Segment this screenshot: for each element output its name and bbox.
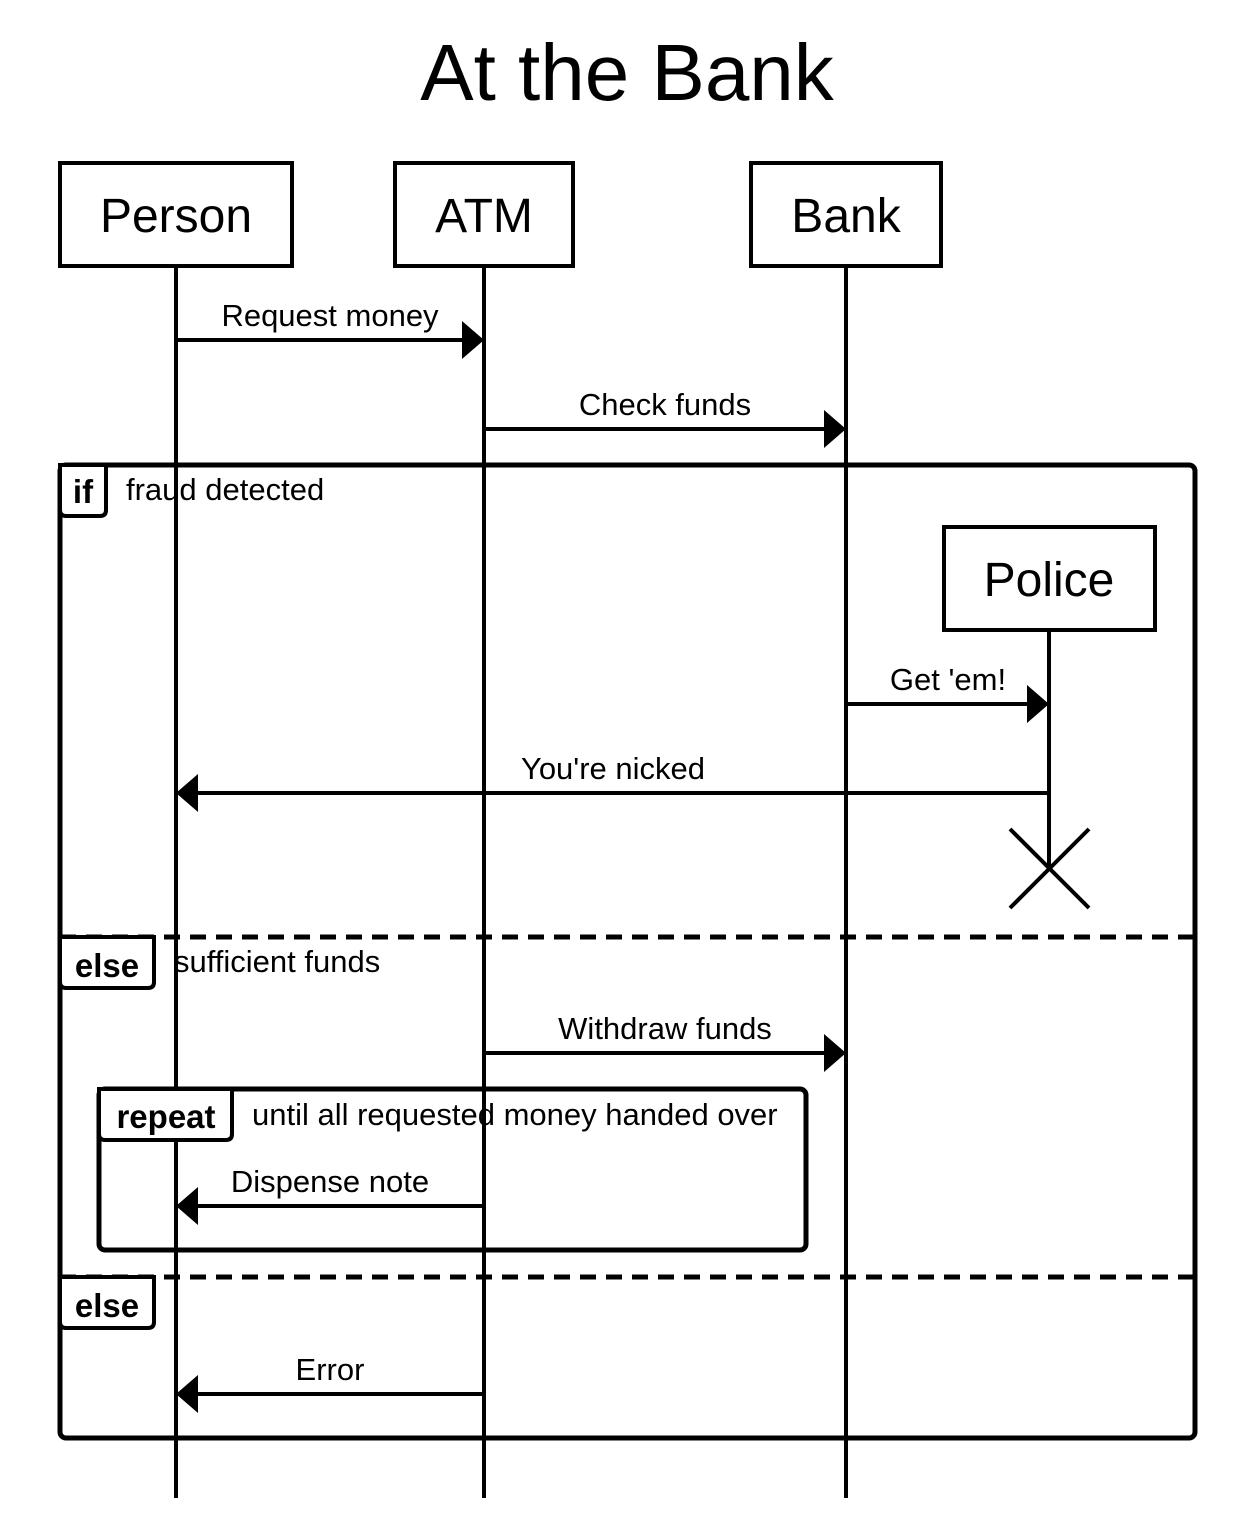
message-request-money-label: Request money xyxy=(221,298,439,333)
if-tag-label: if xyxy=(73,473,94,510)
message-withdraw-funds: Withdraw funds xyxy=(484,1011,846,1072)
arrowhead-left-icon xyxy=(176,1187,198,1225)
message-youre-nicked: You're nicked xyxy=(176,751,1049,812)
message-request-money: Request money xyxy=(176,298,484,359)
message-check-funds-label: Check funds xyxy=(579,387,751,422)
repeat-tag-label: repeat xyxy=(116,1098,215,1135)
if-fragment-tag: if xyxy=(58,463,108,518)
actor-bank: Bank xyxy=(749,161,943,268)
else-condition-label-1: sufficient funds xyxy=(174,944,380,979)
actor-person-label: Person xyxy=(100,190,252,243)
actor-police-label: Police xyxy=(984,554,1115,607)
else-tag-label-1: else xyxy=(75,947,139,984)
arrowhead-right-icon xyxy=(462,321,484,359)
message-check-funds: Check funds xyxy=(484,387,846,448)
repeat-fragment-tag: repeat xyxy=(97,1087,234,1142)
arrowhead-right-icon xyxy=(1027,685,1049,723)
actor-person: Person xyxy=(58,161,294,268)
message-withdraw-funds-label: Withdraw funds xyxy=(558,1011,772,1046)
else-fragment-tag-2: else xyxy=(58,1275,156,1330)
message-error-label: Error xyxy=(296,1352,365,1387)
else-tag-label-2: else xyxy=(75,1287,139,1324)
arrowhead-left-icon xyxy=(176,1375,198,1413)
actor-police: Police xyxy=(942,525,1157,632)
message-get-em-label: Get 'em! xyxy=(890,662,1006,697)
actor-atm-label: ATM xyxy=(435,190,533,243)
message-get-em: Get 'em! xyxy=(846,662,1049,723)
message-error: Error xyxy=(176,1352,484,1413)
message-dispense-note-label: Dispense note xyxy=(231,1164,429,1199)
repeat-condition-label: until all requested money handed over xyxy=(252,1097,778,1132)
actor-bank-label: Bank xyxy=(791,190,901,243)
arrowhead-right-icon xyxy=(824,410,846,448)
message-youre-nicked-label: You're nicked xyxy=(521,751,705,786)
police-destruction-icon xyxy=(1008,827,1091,910)
if-condition-label: fraud detected xyxy=(126,472,324,507)
repeat-fragment-frame xyxy=(96,1086,809,1253)
arrowhead-left-icon xyxy=(176,774,198,812)
arrowhead-right-icon xyxy=(824,1034,846,1072)
actor-atm: ATM xyxy=(393,161,575,268)
else-fragment-tag-1: else xyxy=(58,935,156,990)
diagram-title: At the Bank xyxy=(420,28,835,117)
message-dispense-note: Dispense note xyxy=(176,1164,484,1225)
